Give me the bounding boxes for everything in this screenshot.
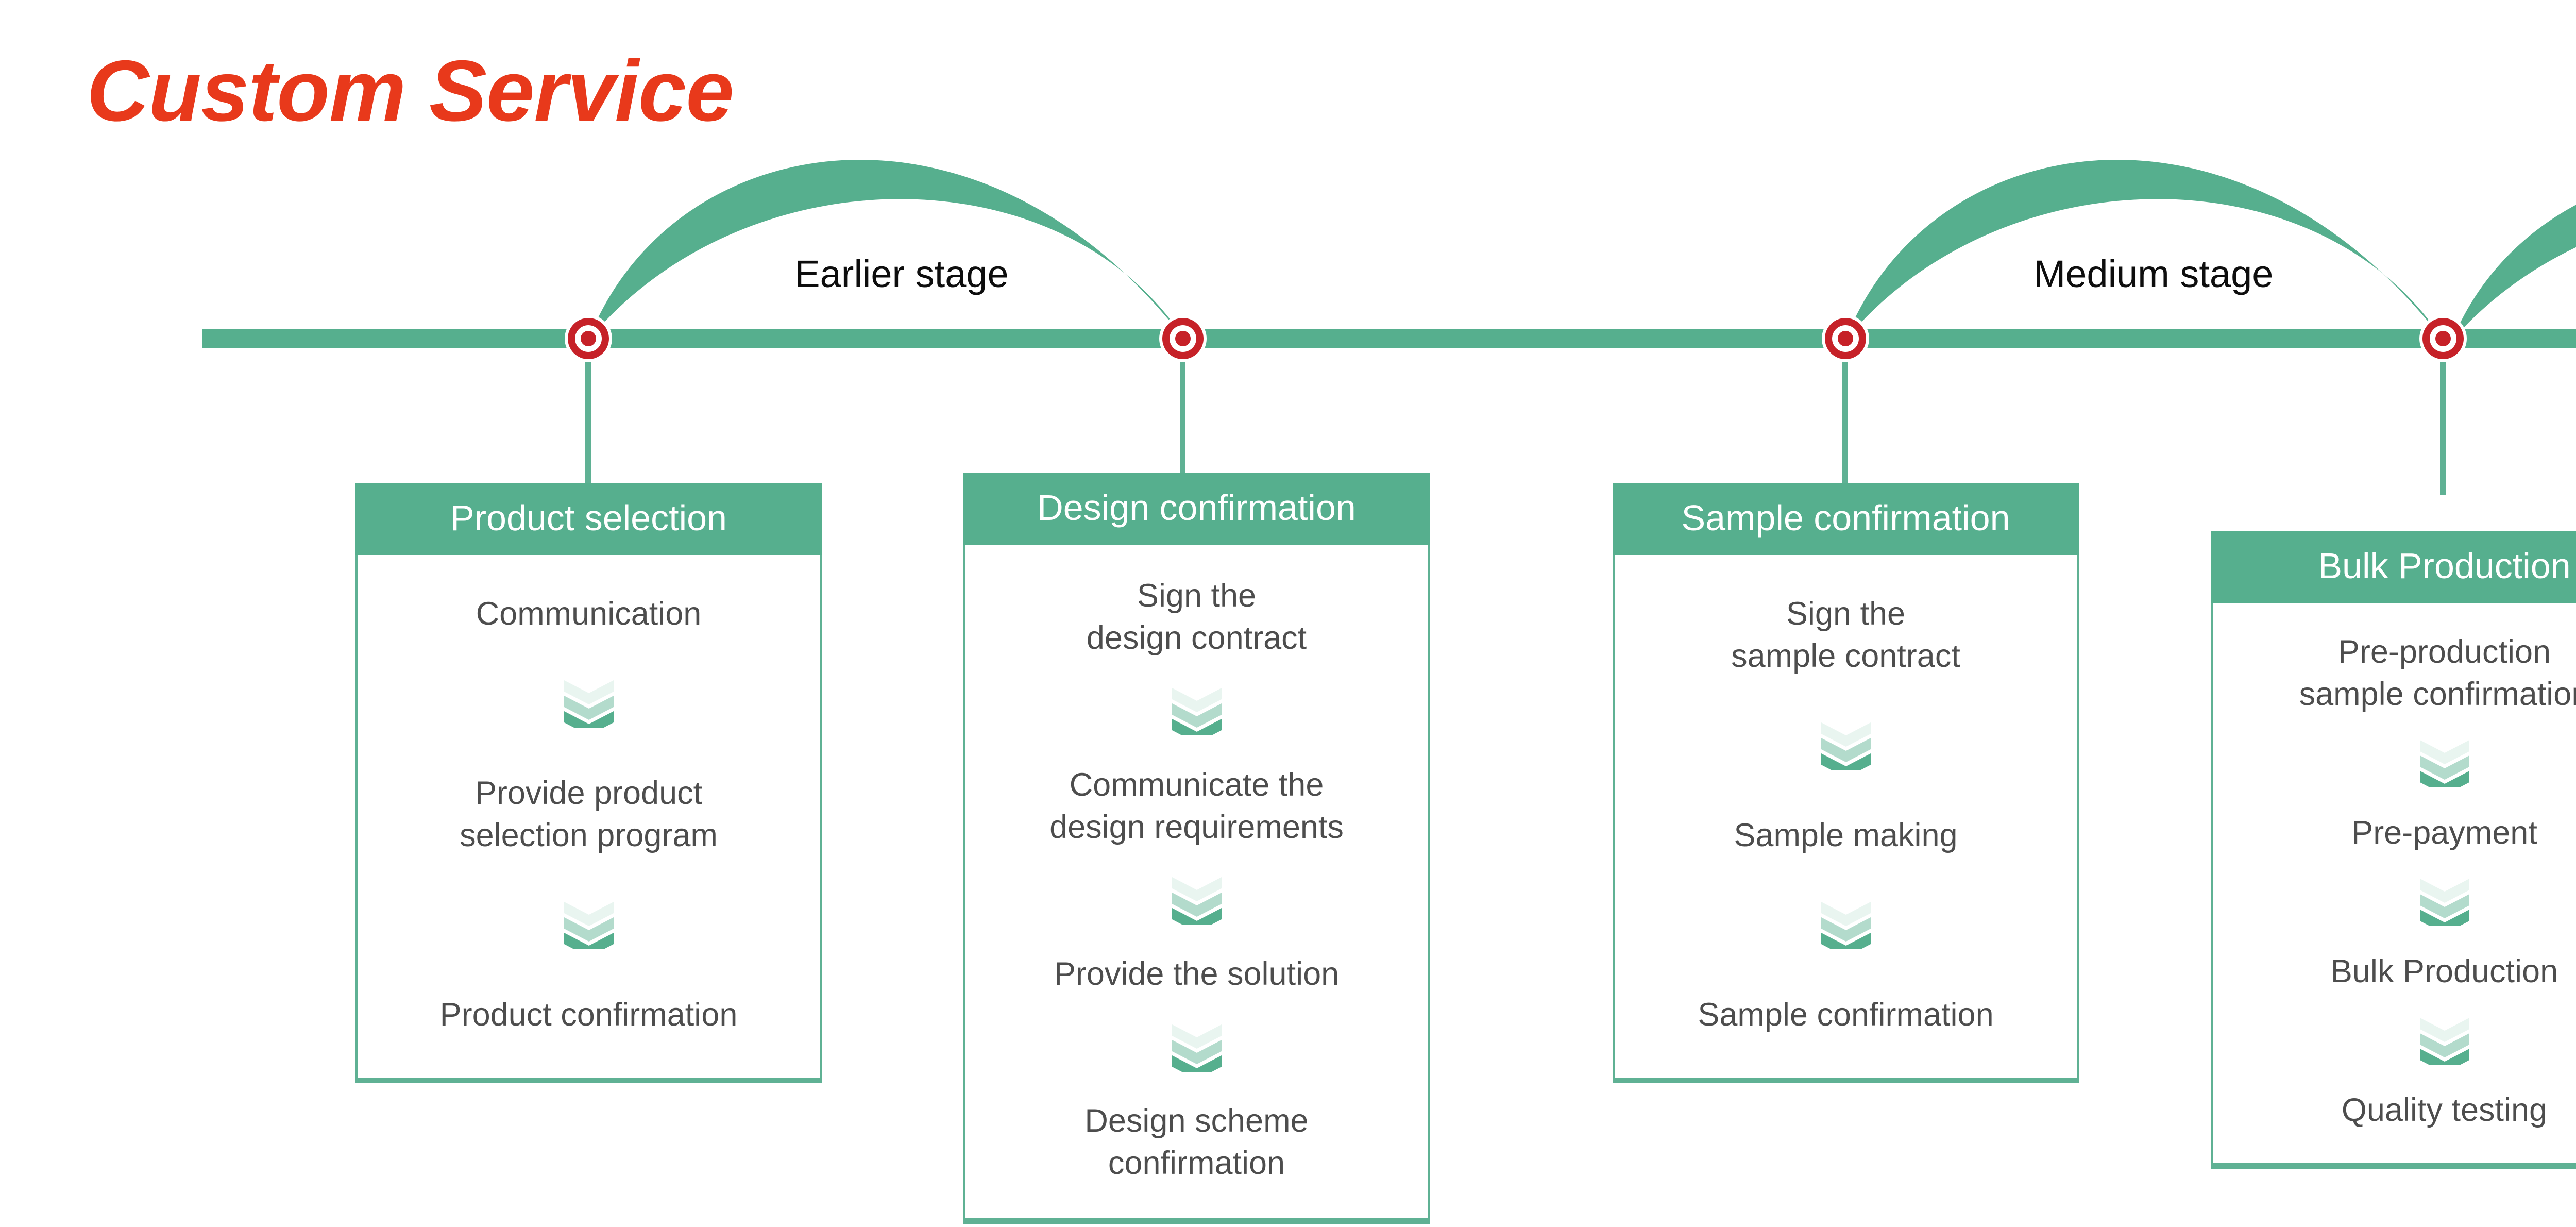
stage-arc-completion xyxy=(2452,205,2576,340)
step-item: Sign the sample contract xyxy=(1731,596,1960,675)
stage-card-design-confirmation[interactable]: Design confirmation Sign the design cont… xyxy=(963,473,1430,1224)
triple-chevron-down-icon xyxy=(2419,1017,2469,1065)
card-body: Communication Provide product selection … xyxy=(355,555,822,1083)
triple-chevron-down-icon xyxy=(2419,740,2469,788)
card-header-title: Design confirmation xyxy=(963,473,1430,545)
milestone-marker-4 xyxy=(2419,315,2467,362)
step-item: Communicate the design requirements xyxy=(1049,766,1344,845)
stage-arc-earlier xyxy=(588,160,1185,340)
card-body: Pre-production sample confirmation Pre-p… xyxy=(2211,603,2576,1169)
timeline-axis xyxy=(202,329,2576,348)
stage-label-earlier: Earlier stage xyxy=(794,253,1009,295)
stage-card-bulk-production[interactable]: Bulk Production Pre-production sample co… xyxy=(2211,531,2576,1169)
stage-card-product-selection[interactable]: Product selection Communication Provide … xyxy=(355,483,822,1083)
step-item: Sample confirmation xyxy=(1698,996,1994,1033)
milestone-marker-1 xyxy=(565,315,612,362)
card-header-title: Product selection xyxy=(355,483,822,555)
step-item: Product confirmation xyxy=(439,996,738,1033)
card-header-title: Sample confirmation xyxy=(1613,483,2079,555)
card-header-title: Bulk Production xyxy=(2211,531,2576,603)
step-item: Bulk Production xyxy=(2330,953,2558,990)
triple-chevron-down-icon xyxy=(2419,879,2469,927)
step-item: Quality testing xyxy=(2341,1092,2548,1129)
step-item: Provide product selection program xyxy=(460,775,718,853)
triple-chevron-down-icon xyxy=(1172,688,1222,736)
step-item: Communication xyxy=(476,596,702,632)
milestone-marker-2 xyxy=(1159,315,1207,362)
stage-card-sample-confirmation[interactable]: Sample confirmation Sign the sample cont… xyxy=(1613,483,2079,1083)
step-item: Design scheme confirmation xyxy=(1084,1103,1309,1182)
page-title: Custom Service xyxy=(87,42,734,139)
step-item: Pre-payment xyxy=(2351,814,2537,851)
triple-chevron-down-icon xyxy=(1172,1024,1222,1072)
card-body: Sign the sample contract Sample making S… xyxy=(1613,555,2079,1083)
card-body: Sign the design contract Communicate the… xyxy=(963,545,1430,1224)
triple-chevron-down-icon xyxy=(564,901,614,949)
stage-label-medium: Medium stage xyxy=(2033,253,2274,295)
triple-chevron-down-icon xyxy=(564,680,614,728)
milestone-marker-3 xyxy=(1822,315,1869,362)
triple-chevron-down-icon xyxy=(1172,877,1222,925)
triple-chevron-down-icon xyxy=(1821,722,1871,770)
step-item: Sample making xyxy=(1734,817,1958,853)
step-item: Provide the solution xyxy=(1054,956,1340,993)
triple-chevron-down-icon xyxy=(1821,901,1871,949)
stage-arc-medium xyxy=(1845,160,2443,340)
connector-line-4 xyxy=(2440,340,2446,495)
step-item: Pre-production sample confirmation xyxy=(2299,633,2576,712)
step-item: Sign the design contract xyxy=(1086,577,1307,656)
